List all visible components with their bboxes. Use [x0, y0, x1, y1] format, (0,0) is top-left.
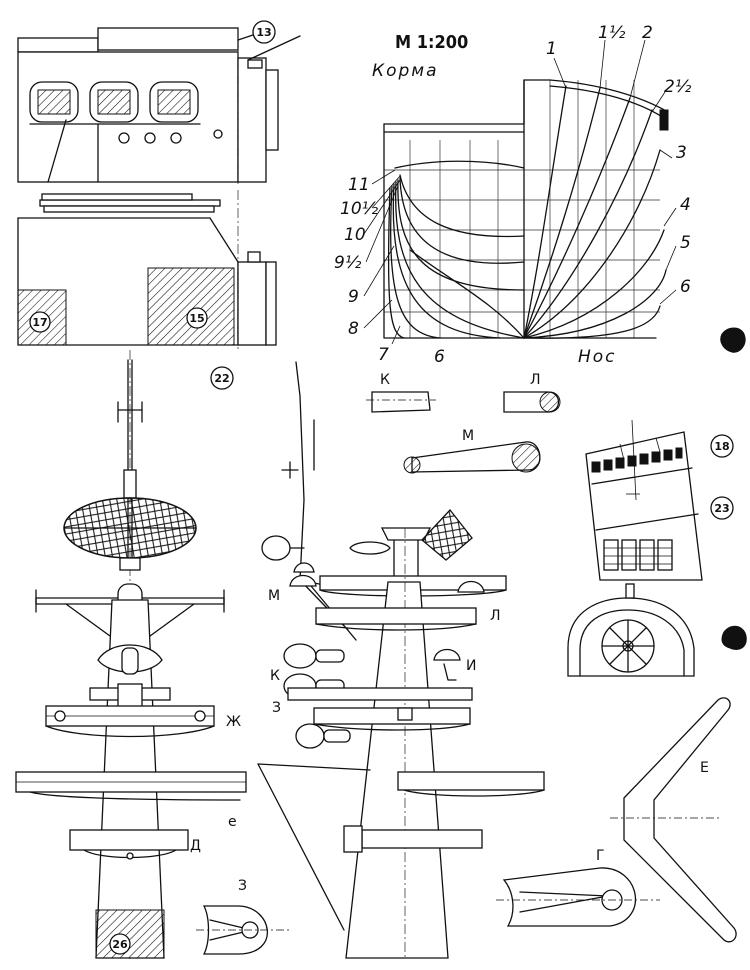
station-10-5: 10½ — [340, 199, 379, 219]
label-k-mast: К — [270, 668, 280, 684]
funnel-vents-lower — [603, 539, 673, 571]
bow-frame-lines — [523, 85, 667, 339]
hull-block-view: 17 15 — [17, 190, 277, 350]
part-15-number: 15 — [189, 312, 204, 325]
label-l-top: Л — [530, 372, 541, 388]
part-22-number: 22 — [214, 372, 229, 385]
station-2-5: 2½ — [664, 77, 692, 97]
label-g-bottom: Г — [596, 848, 605, 864]
station-6-bottom: 6 — [434, 347, 445, 367]
station-11: 11 — [348, 175, 370, 195]
scale-label: М 1:200 — [395, 32, 468, 53]
detail-k: К — [366, 372, 436, 413]
label-m-mast: М — [268, 588, 280, 604]
part-15-marker — [186, 307, 208, 329]
part-18-number: 18 — [714, 440, 729, 453]
mast-side-view: М Л К И З — [257, 361, 545, 960]
lifeboat-1 — [29, 81, 79, 123]
station-2: 2 — [642, 23, 653, 43]
label-e-mast: е — [228, 814, 237, 830]
label-z-mast: З — [272, 700, 281, 716]
stern-frame-lines — [387, 160, 525, 339]
part-13-marker — [252, 20, 276, 44]
part-23-marker — [710, 496, 734, 520]
ventilator-detail — [567, 583, 747, 677]
detail-g-bottom: Г — [496, 848, 660, 927]
part-18-marker — [710, 434, 734, 458]
label-m-top: М — [462, 428, 474, 444]
part-26-marker — [109, 933, 131, 955]
label-i-mast: И — [466, 658, 476, 674]
label-z-bottom: З — [238, 878, 247, 894]
part-13-number: 13 — [256, 26, 271, 39]
radar-side-antenna — [421, 509, 473, 561]
label-l-mast: Л — [490, 608, 501, 624]
lifeboat-3 — [149, 81, 199, 123]
station-7: 7 — [378, 345, 389, 365]
detail-e-bottom: Е — [610, 697, 737, 943]
station-4: 4 — [680, 195, 691, 215]
detail-z-bottom: З — [196, 878, 290, 955]
label-d-mast: Д — [190, 838, 201, 854]
stern-label: Корма — [372, 61, 439, 81]
part-22-marker — [210, 366, 234, 390]
wheel-spokes — [601, 619, 655, 673]
body-plan-grid — [384, 79, 660, 339]
detail-l: Л — [503, 372, 561, 413]
station-5: 5 — [680, 233, 691, 253]
station-1-5: 1½ — [598, 23, 626, 43]
part-23-number: 23 — [714, 502, 729, 515]
station-1: 1 — [546, 39, 557, 59]
funnel-detail: 18 23 — [585, 419, 734, 581]
lifeboat-2 — [89, 81, 139, 123]
bow-label: Нос — [578, 347, 617, 367]
part-17-number: 17 — [32, 316, 47, 329]
part-17-marker — [29, 311, 51, 333]
station-3: 3 — [676, 143, 687, 163]
body-plan-view: М 1:200 Корма Нос — [334, 23, 746, 367]
station-6-right: 6 — [680, 277, 691, 297]
searchlights-z — [295, 723, 351, 749]
station-10: 10 — [344, 225, 366, 245]
label-k-top: К — [380, 372, 390, 388]
detail-m: М — [403, 428, 541, 474]
superstructure-side-view: 13 — [17, 20, 301, 185]
station-leaders — [363, 39, 677, 345]
station-9: 9 — [348, 287, 359, 307]
label-e-bottom: Е — [700, 760, 709, 776]
station-8: 8 — [348, 319, 359, 339]
label-zh-mast: Ж — [226, 714, 241, 730]
station-9-5: 9½ — [334, 253, 362, 273]
funnel-vents-upper — [591, 447, 683, 473]
radar-antenna — [63, 497, 197, 559]
part-26-number: 26 — [112, 938, 128, 951]
mast-front-view: 22 26 Ж — [15, 350, 247, 960]
